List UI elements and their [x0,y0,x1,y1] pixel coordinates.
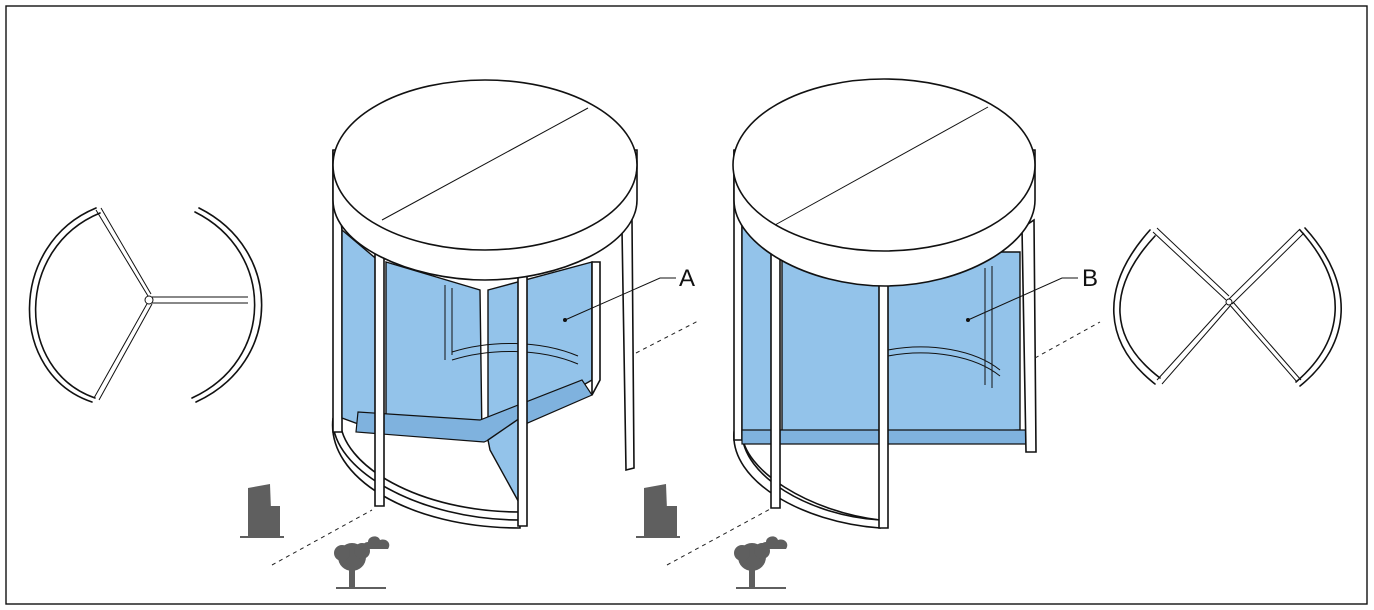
building-icon [240,484,284,538]
boundary-line [1034,321,1101,359]
plan-view-three-wing [28,207,263,403]
revolving-door-a: A [331,79,695,529]
boundary-line [271,509,373,566]
revolving-door-b: B [732,78,1098,529]
diagram-frame [5,5,1368,605]
tree-cloud-icon [734,536,788,589]
label-a: A [679,265,695,292]
boundary-line [666,507,773,566]
label-b: B [1082,265,1098,292]
boundary-line [635,319,701,354]
plan-view-four-wing [1112,227,1342,387]
tree-cloud-icon [334,536,390,589]
building-icon [636,484,680,538]
